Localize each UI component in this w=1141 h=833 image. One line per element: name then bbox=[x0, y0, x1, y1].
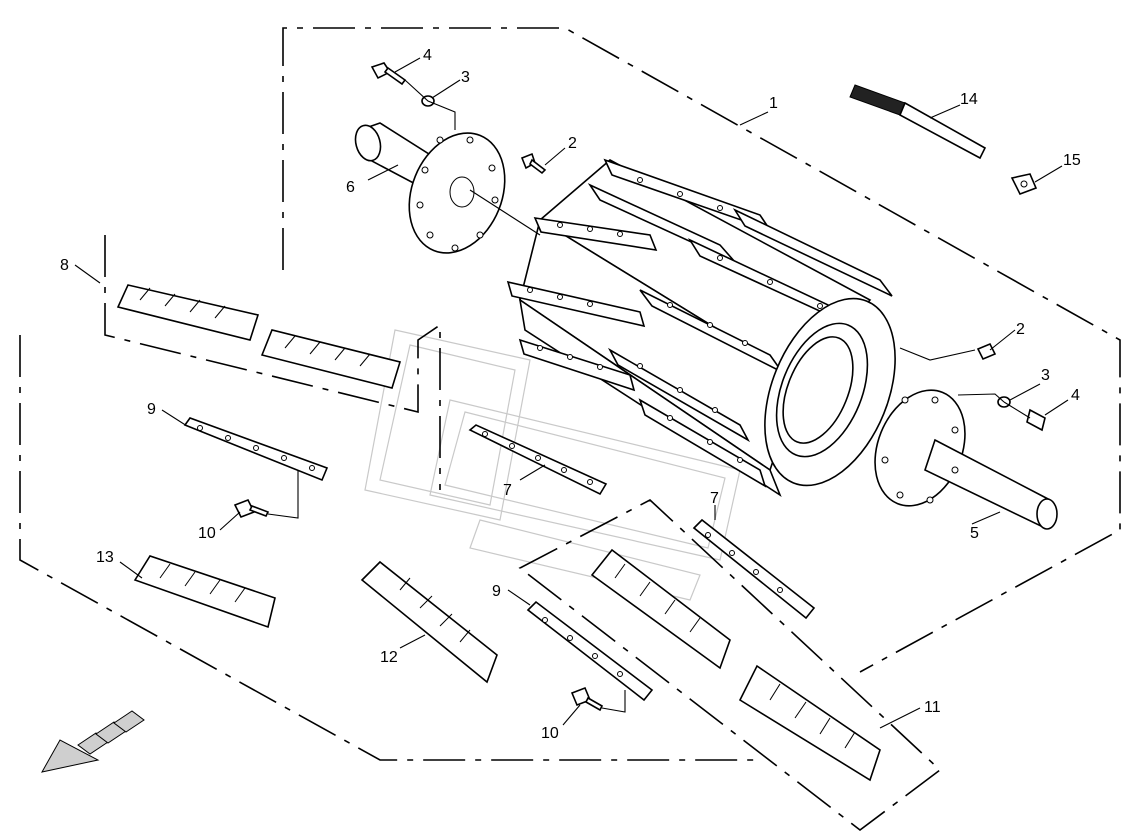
clamp-strips bbox=[183, 417, 816, 702]
callout-7-left: 7 bbox=[503, 482, 512, 499]
callout-12: 12 bbox=[380, 649, 398, 666]
callout-2-right: 2 bbox=[1016, 321, 1025, 338]
frame-rotor-assembly bbox=[282, 27, 1121, 673]
tool-14 bbox=[849, 84, 987, 160]
callout-10-right: 10 bbox=[541, 725, 559, 742]
strip-7-right bbox=[692, 518, 816, 620]
callout-13: 13 bbox=[96, 549, 114, 566]
frame-kit-11 bbox=[518, 499, 942, 832]
shaft-left bbox=[354, 122, 541, 254]
assembly-frames bbox=[19, 27, 1121, 832]
blade-8-a bbox=[116, 284, 260, 341]
rotor-drum bbox=[506, 158, 896, 498]
callout-leaders bbox=[74, 57, 1069, 729]
blade-11 bbox=[738, 664, 881, 782]
knife-blades bbox=[116, 284, 881, 782]
bolt-4-right bbox=[1026, 408, 1046, 432]
callout-5: 5 bbox=[970, 525, 979, 542]
blade-11-upper bbox=[590, 548, 731, 670]
callout-11: 11 bbox=[924, 699, 941, 716]
blade-13 bbox=[133, 555, 276, 629]
callout-labels: 1 2 2 3 3 4 4 5 6 7 7 8 9 9 10 10 11 12 … bbox=[60, 47, 1081, 742]
callout-3-top: 3 bbox=[461, 69, 470, 86]
strip-9-right bbox=[526, 600, 654, 702]
callout-15: 15 bbox=[1063, 152, 1081, 169]
callout-3-right: 3 bbox=[1041, 367, 1050, 384]
hardware bbox=[370, 62, 1046, 432]
bolt-2-right bbox=[976, 342, 997, 361]
frame-kit-8 bbox=[104, 235, 441, 490]
callout-14: 14 bbox=[960, 91, 978, 108]
callout-4-right: 4 bbox=[1071, 387, 1080, 404]
callout-9-right: 9 bbox=[492, 583, 501, 600]
callout-4-top: 4 bbox=[423, 47, 432, 64]
callout-6: 6 bbox=[346, 179, 355, 196]
callout-10-left: 10 bbox=[198, 525, 216, 542]
clip-15 bbox=[1010, 173, 1038, 196]
watermark-logo bbox=[364, 329, 741, 601]
callout-1: 1 bbox=[769, 95, 778, 112]
frame-kit-lower bbox=[19, 335, 760, 761]
callout-7-right: 7 bbox=[710, 490, 719, 507]
direction-arrow-icon bbox=[41, 710, 145, 773]
blade-8-b bbox=[260, 329, 402, 389]
bolts-10 bbox=[233, 470, 626, 713]
callout-8: 8 bbox=[60, 257, 69, 274]
callout-2-top: 2 bbox=[568, 135, 577, 152]
shaft-right bbox=[874, 389, 1058, 530]
blade-12 bbox=[360, 560, 498, 684]
callout-9-left: 9 bbox=[147, 401, 156, 418]
